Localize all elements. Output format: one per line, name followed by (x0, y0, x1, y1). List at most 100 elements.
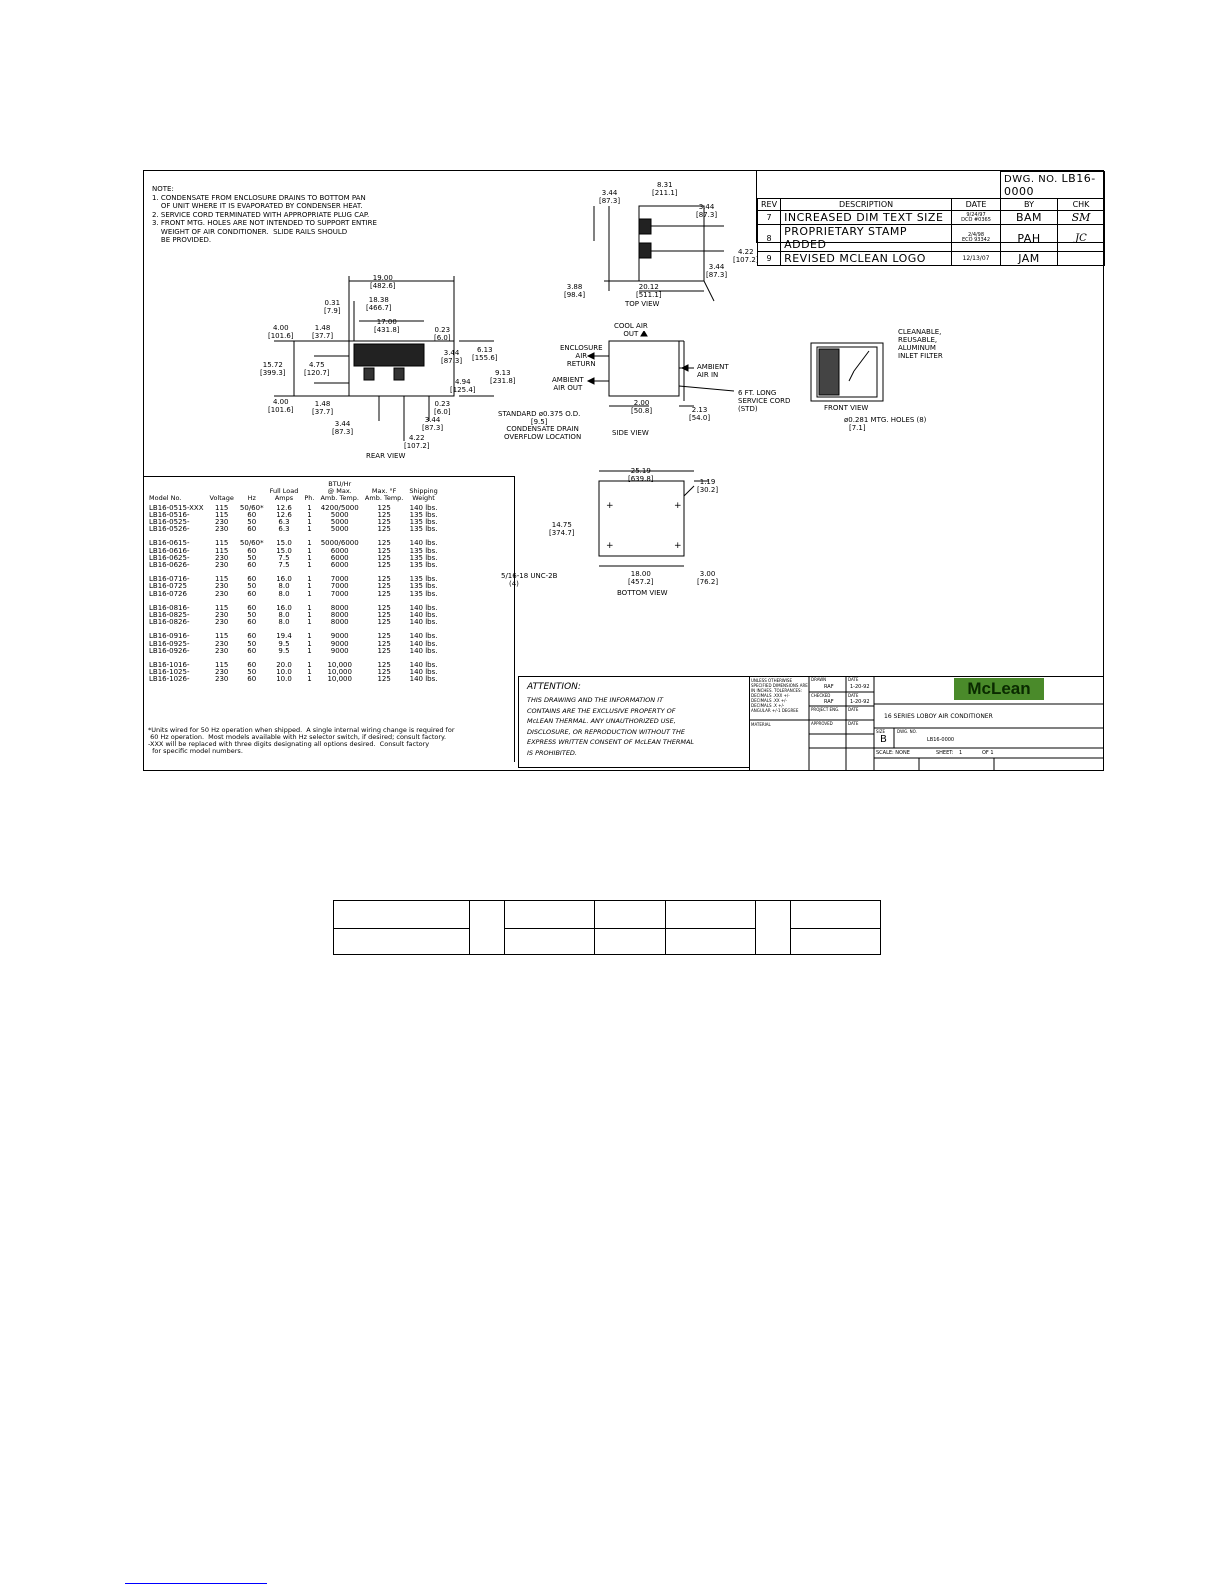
table-cell: 8.0 (278, 589, 290, 598)
dim-label: 1.48[37.7] (312, 400, 334, 416)
table-cell: 50 (247, 611, 257, 620)
table-cell: 8.0 (278, 611, 290, 620)
project-eng-date-label: DATE (848, 707, 859, 712)
table-cell: 1 (307, 639, 312, 648)
table-cell: 8.0 (278, 582, 290, 591)
rev-header: DESCRIPTION (780, 198, 952, 211)
table-cell: LB16-0716- (149, 575, 190, 584)
table-cell: 125 (377, 668, 391, 677)
table-cell: 50/60* (239, 503, 264, 512)
table-cell: LB16-0725 (149, 582, 187, 591)
model-table-header: Full Load Amps (269, 487, 299, 503)
table-cell: 230 (215, 589, 229, 598)
table-cell: 8.0 (278, 618, 290, 627)
table-cell: 230 (215, 668, 229, 677)
drawn-date-label: DATE (848, 677, 859, 682)
note-line: BE PROVIDED. (152, 236, 212, 244)
table-cell: LB16-0526- (149, 525, 190, 534)
standard-drain-label: STANDARD ø0.375 O.D.[9.5] (498, 410, 581, 426)
table-cell: 115 (215, 546, 229, 555)
dim-label: 0.23[6.0] (434, 400, 451, 416)
scale-label: SCALE: NONE (876, 750, 910, 756)
mtg-holes-label: ø0.281 MTG. HOLES (8)[7.1] (844, 416, 927, 432)
dim-label: 4.75[120.7] (304, 361, 330, 377)
table-cell: 125 (377, 632, 391, 641)
table-cell: 140 lbs. (409, 618, 438, 627)
table-cell: 125 (377, 503, 391, 512)
dim-label: 2.00[50.8] (631, 399, 653, 415)
table-cell: 10.0 (276, 675, 292, 684)
table-cell: 10,000 (327, 661, 352, 670)
enclosure-air-return-label: ENCLOSURE AIR RETURN (560, 344, 603, 368)
table-cell: 6000 (330, 553, 349, 562)
dim-label: 1.48[37.7] (312, 324, 334, 340)
table-cell: 125 (377, 518, 391, 527)
material-label: MATERIAL (751, 722, 771, 727)
dim-label: 18.00[457.2] (628, 570, 654, 586)
table-cell: 125 (377, 661, 391, 670)
table-cell: 140 lbs. (409, 632, 438, 641)
service-cord-label: 6 FT. LONG SERVICE CORD (STD) (738, 389, 791, 413)
table-cell: 7.5 (278, 553, 290, 562)
table-cell: 60 (247, 525, 257, 534)
table-cell: 140 lbs. (409, 646, 438, 655)
dim-label: 0.23[6.0] (434, 326, 451, 342)
table-cell: 230 (215, 675, 229, 684)
table-cell: 60 (247, 603, 257, 612)
mclean-logo: McLean (954, 678, 1044, 700)
table-cell: LB16-0726 (149, 589, 187, 598)
ambient-air-out-label: AMBIENT AIR OUT (552, 376, 584, 392)
blank-footer-table (333, 900, 881, 955)
model-table-header: BTU/Hr @ Max. Amb. Temp. (320, 480, 359, 503)
table-cell: 140 lbs. (409, 639, 438, 648)
table-cell: 15.0 (276, 539, 292, 548)
approved-label: APPROVED (811, 721, 833, 726)
table-cell: 8000 (330, 611, 349, 620)
group-spacer (146, 655, 441, 662)
rear-view-label: REAR VIEW (366, 452, 406, 460)
sheet-label: SHEET: (936, 750, 954, 756)
table-cell: 8000 (330, 603, 349, 612)
dim-label: 14.75[374.7] (549, 521, 575, 537)
dim-label: 0.31[7.9] (324, 299, 341, 315)
bottom-view-drawing: + + + + (598, 470, 709, 567)
model-table-header: Max. °F Amb. Temp. (364, 487, 404, 503)
note-line: WEIGHT OF AIR CONDITIONER. SLIDE RAILS S… (152, 227, 348, 236)
dim-label: 4.94[125.4] (450, 378, 476, 394)
table-cell: 1 (307, 589, 312, 598)
dwg-no-label-tb: DWG. NO. (897, 729, 917, 734)
dim-label: 20.12[511.1] (636, 283, 662, 299)
attention-text: THIS DRAWING AND THE INFORMATION IT CONT… (527, 696, 695, 757)
filter-label: CLEANABLE, REUSABLE, ALUMINUM INLET FILT… (898, 328, 943, 360)
table-cell: LB16-1026- (149, 675, 190, 684)
table-cell: LB16-0615- (149, 539, 190, 548)
table-cell: 50/60* (239, 539, 264, 548)
model-table-header: Shipping Weight (409, 487, 438, 503)
table-cell: 6.3 (278, 518, 290, 527)
table-cell: 9000 (330, 632, 349, 641)
table-cell: LB16-1025- (149, 668, 190, 677)
side-view-drawing (586, 331, 735, 407)
table-cell: 1 (307, 646, 312, 655)
table-cell: 135 lbs. (409, 553, 438, 562)
table-cell: 1 (307, 632, 312, 641)
dim-label: 3.44[87.3] (332, 420, 354, 436)
rev-number: 8 (756, 224, 782, 252)
dim-label: 3.00[76.2] (697, 570, 719, 586)
note-line: 3. FRONT MTG. HOLES ARE NOT INTENDED TO … (152, 219, 377, 227)
table-cell: LB16-0626- (149, 561, 190, 570)
size-value: B (880, 734, 887, 745)
table-cell: 125 (377, 639, 391, 648)
table-cell: 230 (215, 553, 229, 562)
dim-label: 19.00[482.6] (370, 274, 396, 290)
table-cell: 135 lbs. (409, 510, 438, 519)
dim-label: 4.00[101.6] (268, 324, 294, 340)
table-cell: 7.5 (278, 561, 290, 570)
rev-number: 7 (756, 210, 782, 225)
table-cell: 230 (215, 646, 229, 655)
table-cell: 9.5 (278, 646, 290, 655)
